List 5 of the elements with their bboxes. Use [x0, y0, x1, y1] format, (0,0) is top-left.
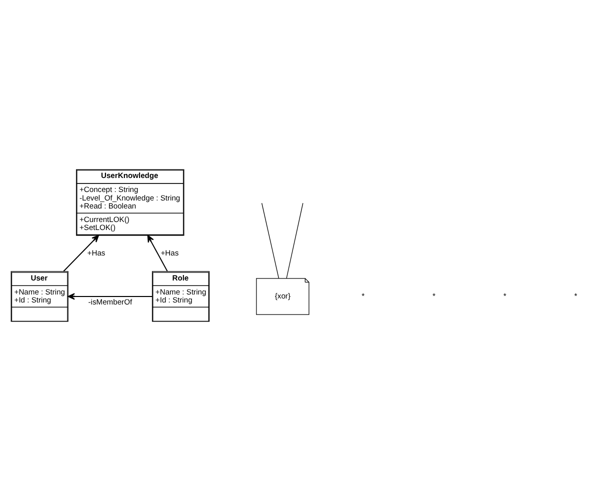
- arrow: [147, 234, 168, 271]
- arrow: [63, 234, 99, 272]
- connector: [286, 202, 304, 278]
- connector: [261, 202, 280, 278]
- arrow: [68, 292, 152, 300]
